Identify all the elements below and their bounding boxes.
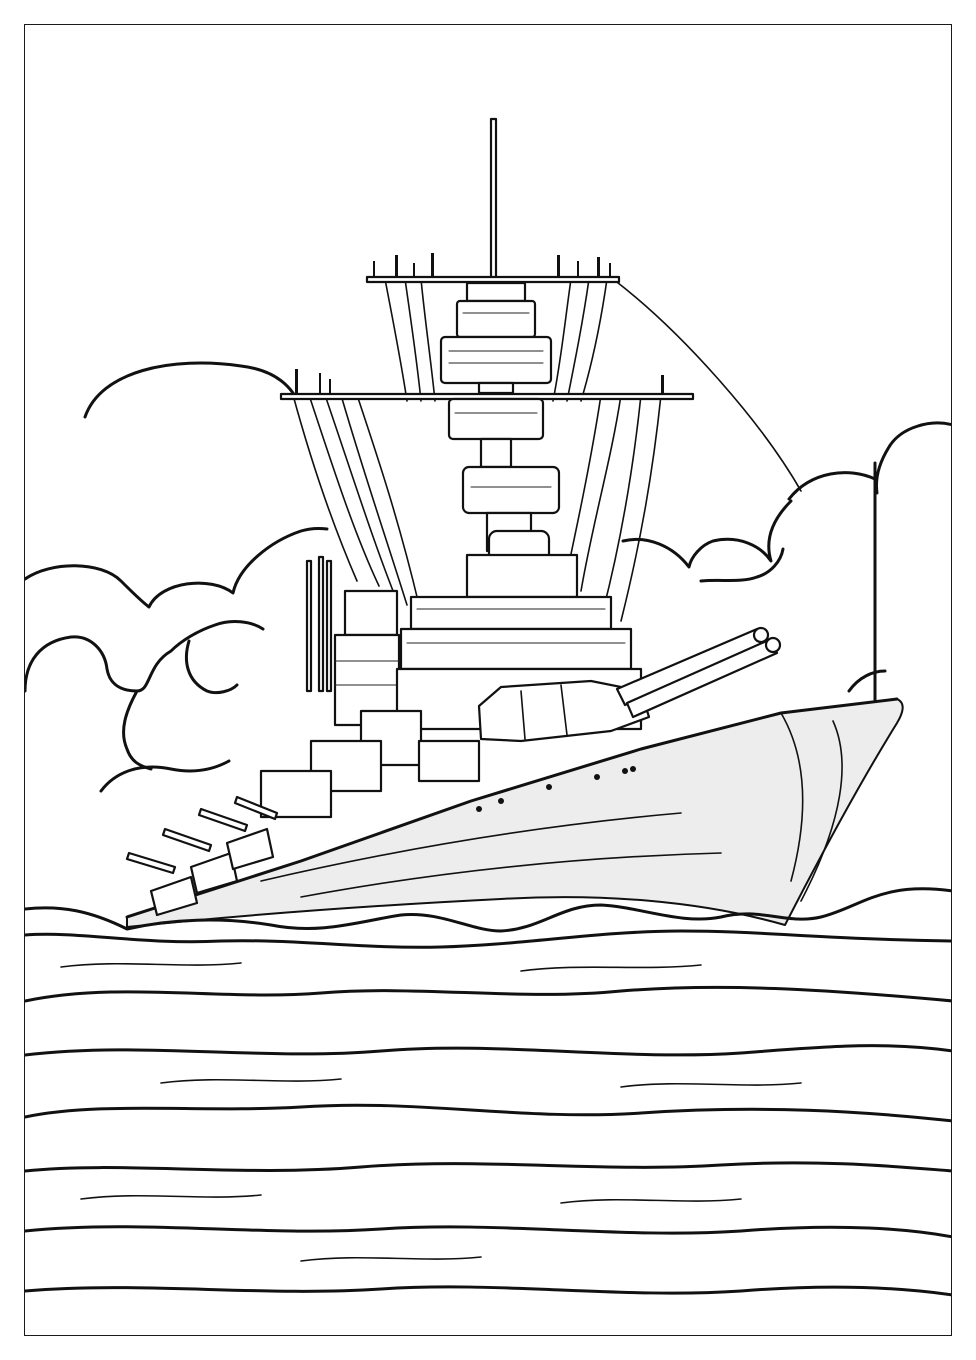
cloud-right-top — [875, 421, 951, 495]
wave-2 — [25, 985, 951, 1003]
wave-6 — [25, 1225, 951, 1239]
wave-7 — [25, 1285, 951, 1297]
upper-yardarm — [365, 275, 621, 284]
barrel-muzzle-2 — [764, 636, 782, 654]
funnel — [305, 555, 401, 727]
cloud-top-left — [83, 361, 295, 419]
cloud-left-lower — [25, 620, 265, 693]
wave-horizon — [25, 887, 951, 933]
tower-neck-1 — [477, 381, 515, 395]
funnel-pipe-2 — [317, 555, 325, 693]
wave-5 — [25, 1161, 951, 1173]
mast-tower — [279, 117, 695, 671]
wave-4 — [25, 1103, 951, 1123]
cloud-left-bank — [25, 526, 329, 609]
barrel-muzzle-1 — [752, 626, 770, 644]
cloud-left-inner — [184, 639, 239, 695]
mast-pole — [489, 117, 498, 281]
rigging — [292, 278, 802, 622]
bridge-deck-3 — [399, 627, 633, 671]
funnel-pipe-1 — [305, 559, 313, 693]
tower-stage-2 — [439, 335, 553, 385]
tower-stage-1 — [455, 299, 537, 339]
cloud-left-mid — [122, 689, 153, 771]
bridge-deck-1 — [465, 553, 579, 599]
cloud-right-bank — [621, 471, 877, 569]
hull — [125, 697, 904, 928]
wave-1 — [25, 929, 951, 949]
tower-stage-3 — [447, 397, 545, 441]
tower-neck-2 — [479, 437, 513, 469]
page-border — [24, 24, 952, 1336]
aft-turrets — [125, 795, 279, 917]
superstructure-block-3 — [259, 769, 333, 819]
superstructure-block-4 — [417, 739, 481, 783]
antennas — [295, 253, 664, 394]
tower-top-cap — [465, 281, 527, 303]
deck-edge — [125, 697, 899, 919]
main-turret — [477, 626, 782, 743]
portholes — [476, 766, 636, 812]
tower-stage-4 — [461, 465, 561, 515]
funnel-top — [343, 589, 399, 637]
clouds — [25, 361, 951, 793]
ocean-waves — [25, 887, 951, 1297]
funnel-pipe-3 — [325, 559, 333, 693]
hull-body — [126, 698, 904, 928]
cloud-left-wisp — [99, 759, 231, 793]
cloud-right-mid — [699, 547, 785, 583]
wave-3 — [25, 1044, 951, 1057]
bridge-deck-2 — [409, 595, 613, 631]
battleship-line-art — [25, 117, 951, 1297]
turret-barrel-2 — [625, 637, 779, 719]
cloud-right-low — [847, 669, 887, 693]
